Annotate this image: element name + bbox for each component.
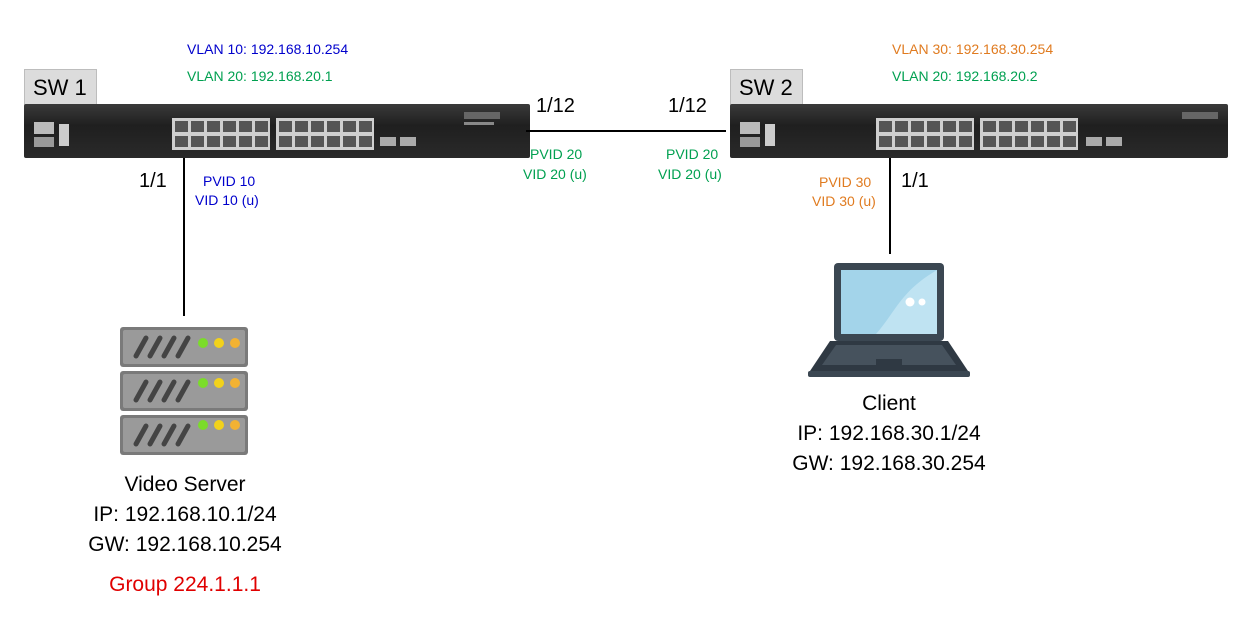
sw2-label: SW 2 bbox=[730, 69, 803, 105]
sw1-port-1-1: 1/1 bbox=[139, 170, 167, 192]
sw1-port-1-1-pvid: PVID 10 bbox=[203, 173, 256, 189]
sw1-label: SW 1 bbox=[24, 69, 97, 105]
switch-icon bbox=[34, 112, 500, 150]
sw1-port-1-12: 1/12 bbox=[536, 95, 575, 117]
server-link bbox=[183, 158, 185, 316]
sw2-switch-icon bbox=[730, 104, 1228, 158]
server-name: Video Server bbox=[124, 473, 246, 496]
sw2-port-1-12-vid: VID 20 (u) bbox=[658, 166, 722, 182]
sw2-port-1-1-vid: VID 30 (u) bbox=[812, 193, 876, 209]
switch-icon bbox=[740, 112, 1218, 150]
sw1-vlan20-label: VLAN 20: 192.168.20.1 bbox=[187, 68, 333, 84]
sw2-port-1-1-pvid: PVID 30 bbox=[819, 174, 872, 190]
server-icon bbox=[120, 327, 250, 457]
laptop-icon bbox=[806, 261, 972, 379]
sw1-port-1-12-pvid: PVID 20 bbox=[530, 146, 583, 162]
sw1-vlan10-label: VLAN 10: 192.168.10.254 bbox=[187, 41, 349, 57]
sw2-vlan20-label: VLAN 20: 192.168.20.2 bbox=[892, 68, 1038, 84]
sw2-port-1-1: 1/1 bbox=[901, 170, 929, 192]
sw1-switch-icon bbox=[24, 104, 530, 158]
client-link bbox=[889, 158, 891, 254]
client-gw: GW: 192.168.30.254 bbox=[792, 452, 986, 475]
sw1-port-1-1-vid: VID 10 (u) bbox=[195, 192, 259, 208]
client-name: Client bbox=[862, 392, 916, 415]
server-gw: GW: 192.168.10.254 bbox=[88, 533, 282, 556]
sw2-port-1-12: 1/12 bbox=[668, 95, 707, 117]
sw2-vlan30-label: VLAN 30: 192.168.30.254 bbox=[892, 41, 1054, 57]
sw2-port-1-12-pvid: PVID 20 bbox=[666, 146, 719, 162]
server-ip: IP: 192.168.10.1/24 bbox=[93, 503, 277, 526]
trunk-link bbox=[526, 130, 726, 132]
multicast-group: Group 224.1.1.1 bbox=[109, 573, 261, 596]
client-ip: IP: 192.168.30.1/24 bbox=[797, 422, 981, 445]
sw1-port-1-12-vid: VID 20 (u) bbox=[523, 166, 587, 182]
